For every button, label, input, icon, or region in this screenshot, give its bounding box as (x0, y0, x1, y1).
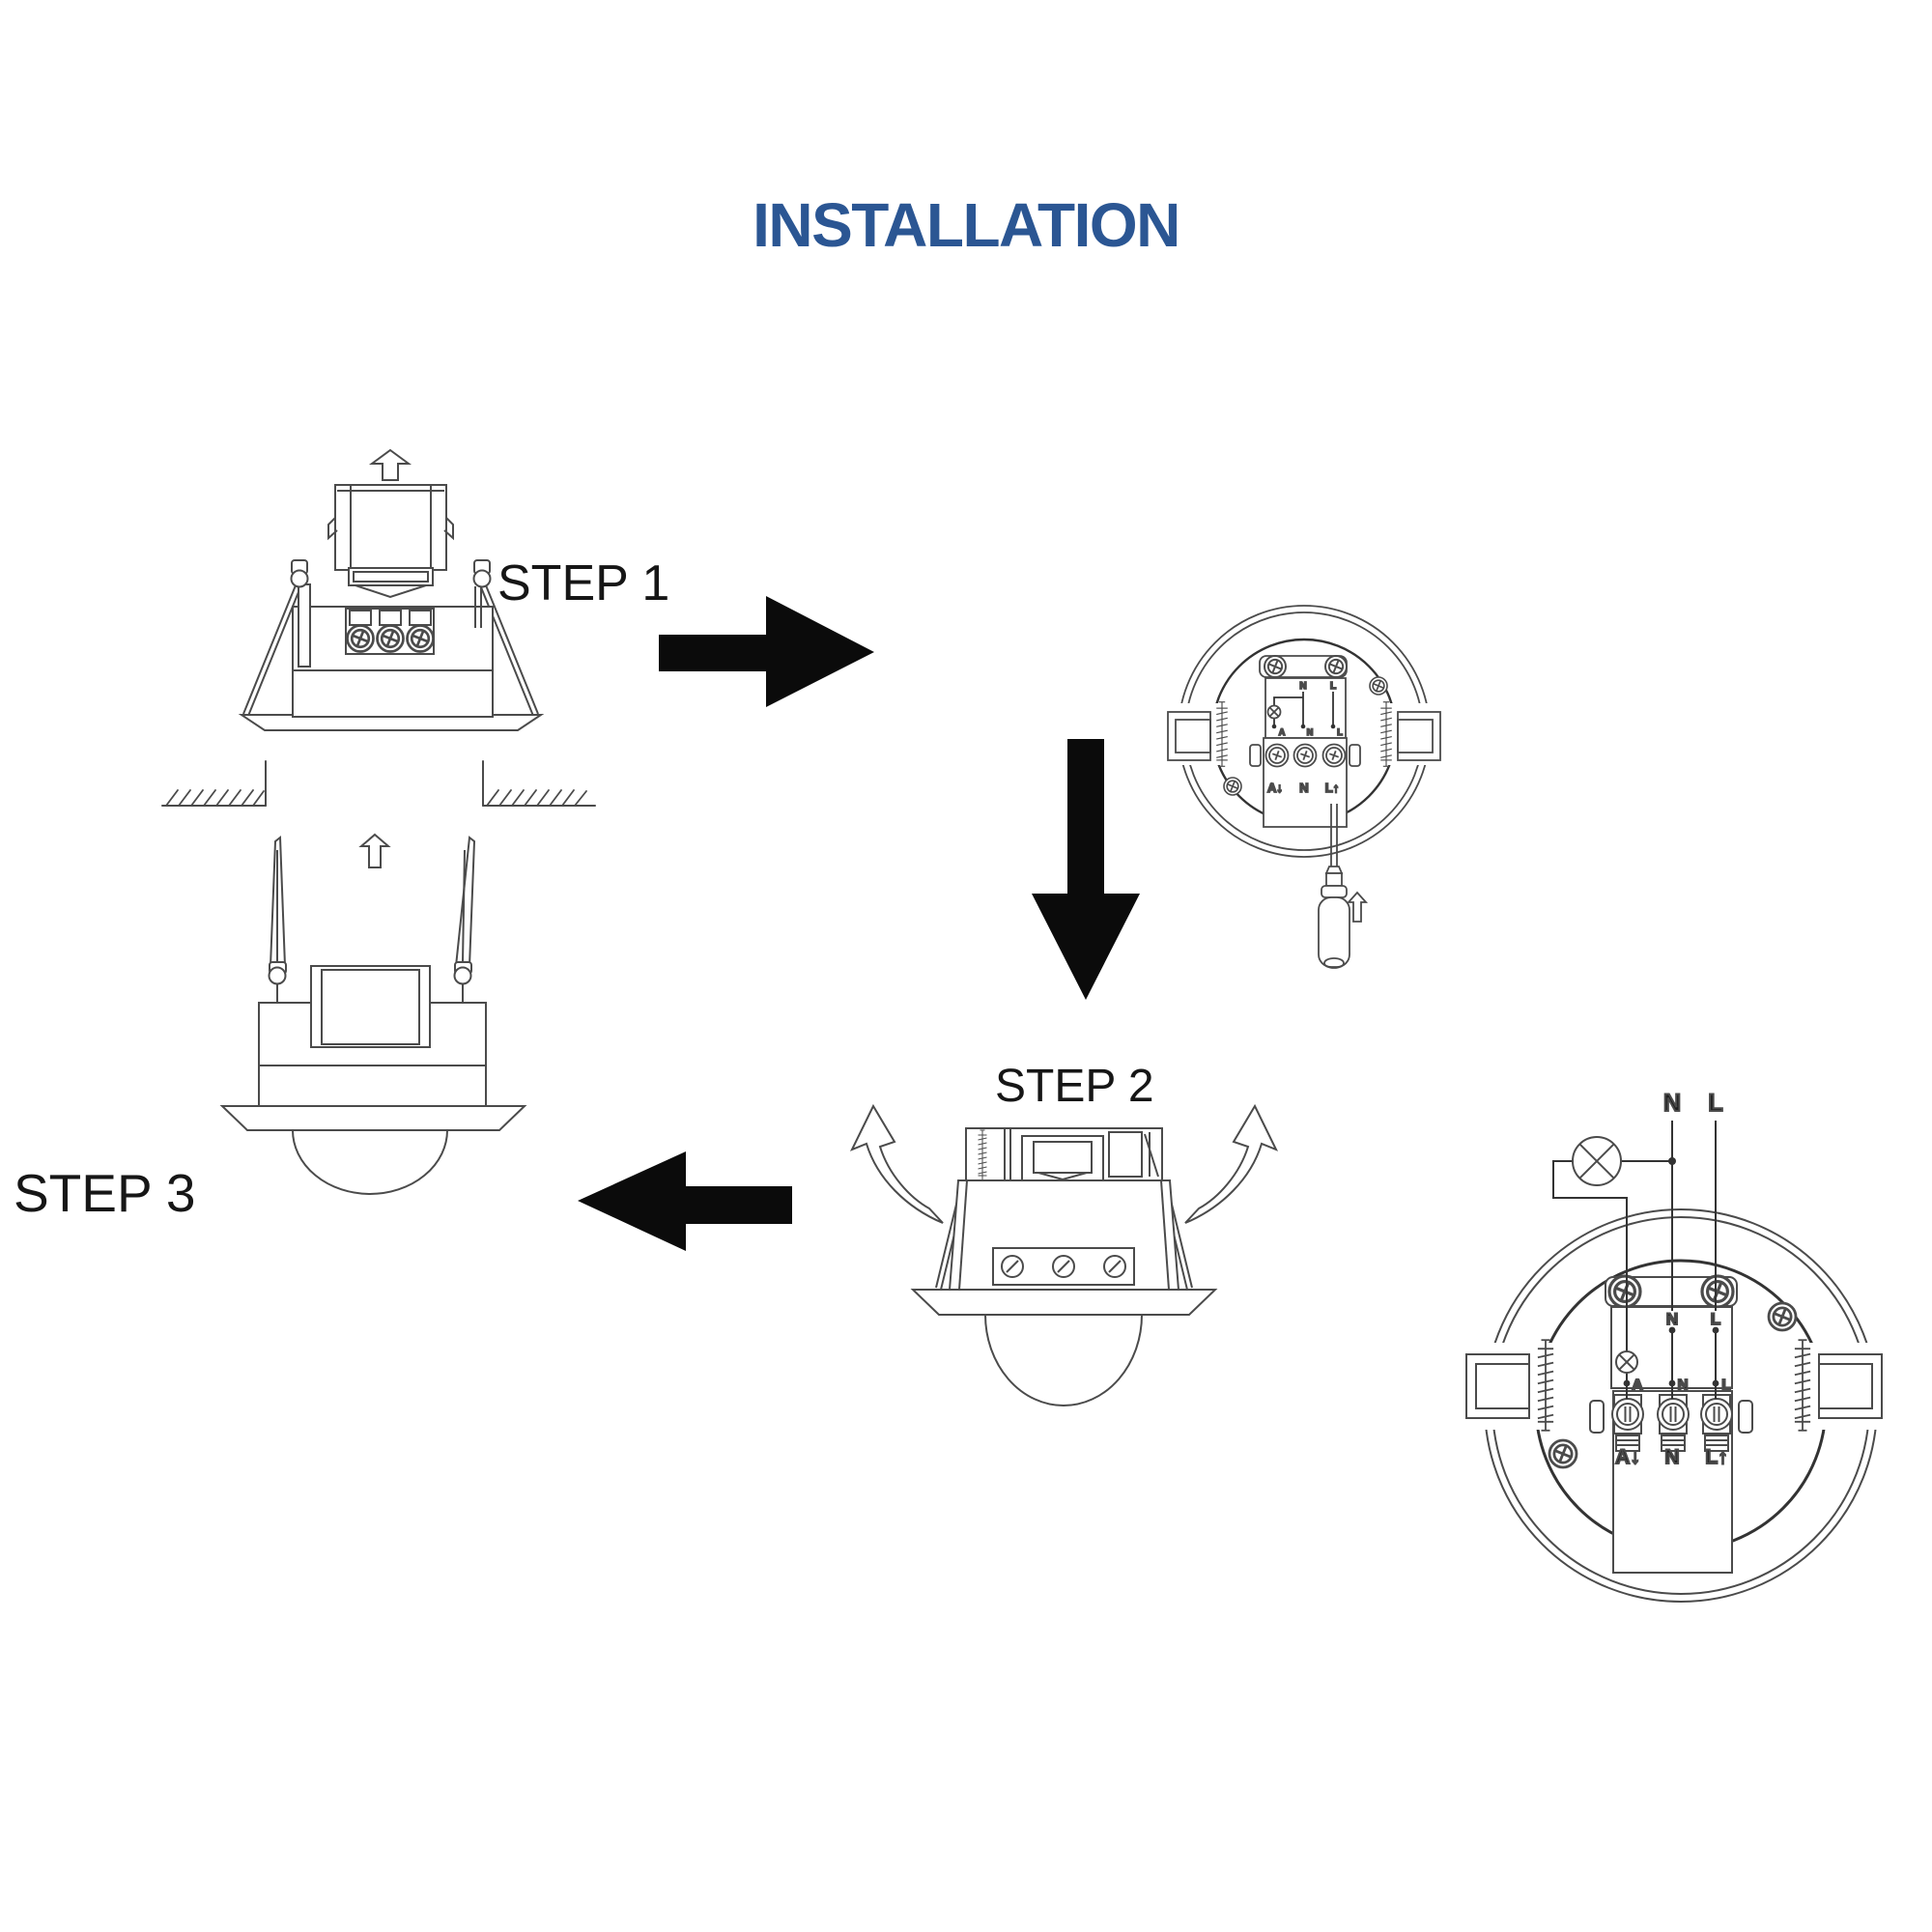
mini-box-l2-label: L (1337, 727, 1343, 737)
arrow-right-icon (659, 596, 874, 707)
terminal-l-label: L↑ (1705, 1446, 1727, 1468)
box-l2-label: L (1721, 1377, 1730, 1393)
spring-clip-left (1461, 1339, 1563, 1432)
step3-label: STEP 3 (14, 1163, 196, 1223)
mini-box-l-label: L (1330, 681, 1336, 692)
supply-n-label: N (1663, 1090, 1681, 1117)
box-n-label: N (1666, 1310, 1678, 1328)
terminal-a-label: A↓ (1615, 1446, 1640, 1468)
step2-label: STEP 2 (995, 1061, 1154, 1112)
step3-device-drawing (219, 833, 527, 1195)
step1-label: STEP 1 (497, 555, 670, 611)
terminal-a-label-small: A↓ (1267, 781, 1283, 795)
rotate-left-arrow-icon (849, 1103, 944, 1224)
mini-box-n-label: N (1299, 681, 1306, 692)
spring-clip-right (1374, 701, 1443, 767)
terminal-block-big (1589, 1390, 1753, 1574)
sensor-back-view-drawing: N L A N L A↓ N L↑ (1165, 605, 1443, 969)
supply-l-label: L (1708, 1090, 1722, 1117)
spring-clip-right (1785, 1339, 1888, 1432)
box-l-label: L (1711, 1310, 1720, 1328)
mini-box-n2-label: N (1307, 727, 1314, 737)
box-n2-label: N (1678, 1377, 1689, 1393)
box-a2-label: A (1633, 1377, 1643, 1393)
arrow-left-icon (578, 1151, 792, 1251)
terminal-l-label-small: L↑ (1325, 781, 1339, 795)
spring-clip-left (1165, 701, 1235, 767)
insert-arrow-icon (358, 833, 391, 868)
ceiling-cutout-drawing (161, 760, 596, 807)
arrow-down-icon (1032, 739, 1140, 1000)
page-title: INSTALLATION (753, 190, 1180, 260)
lift-arrow-icon (1346, 891, 1369, 923)
screwdriver-icon (1318, 804, 1350, 969)
lamp-icon (1572, 1136, 1622, 1186)
step1-device-drawing (238, 448, 545, 731)
step2-device-drawing (849, 1103, 1279, 1406)
mini-box-a2-label: A (1279, 727, 1286, 737)
rotate-right-arrow-icon (1184, 1103, 1279, 1224)
terminal-block-small: A↓ N L↑ (1249, 737, 1361, 828)
wiring-diagram-drawing: N L N L A N L A↓ N L↑ (1461, 1089, 1888, 1603)
mini-wiring-box: N L A N L (1264, 677, 1347, 739)
remove-arrow-icon (368, 448, 412, 481)
terminal-n-label-small: N (1299, 781, 1308, 795)
terminal-n-label: N (1664, 1446, 1679, 1468)
